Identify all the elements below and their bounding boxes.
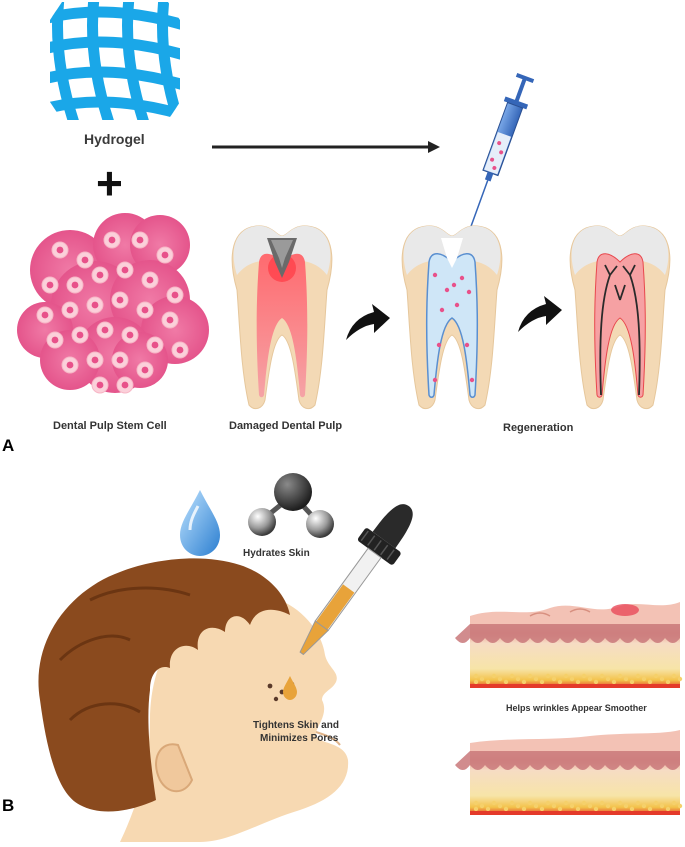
curved-arrow-icon-1: [346, 304, 390, 340]
syringe-icon: [459, 73, 535, 257]
damaged-pulp-label: Damaged Dental Pulp: [229, 420, 343, 432]
tooth-injected-icon: [401, 225, 503, 410]
tightens-label-line1: Tightens Skin and: [253, 720, 339, 731]
skin-layers-smooth-icon: [455, 730, 683, 815]
wrinkles-label: Helps wrinkles Appear Smoother: [506, 703, 647, 713]
tightens-label-line2: Minimizes Pores: [260, 733, 339, 744]
stem-cell-label: Dental Pulp Stem Cell: [53, 420, 167, 432]
hydrogel-mesh-icon: [50, 2, 180, 120]
plus-sign: +: [96, 157, 123, 209]
tooth-damaged-icon: [231, 225, 333, 410]
face-profile-icon: [38, 558, 349, 842]
water-drop-icon: [180, 490, 220, 556]
water-molecule-icon: [248, 473, 334, 538]
long-arrow-icon: [212, 141, 440, 153]
oil-droplet-icon: [283, 676, 297, 700]
curved-arrow-icon-2: [518, 296, 562, 332]
panel-letter-b: B: [2, 796, 15, 815]
regeneration-label: Regeneration: [503, 422, 574, 434]
hydrates-label: Hydrates Skin: [243, 548, 310, 559]
skin-layers-wrinkled-icon: [455, 602, 683, 688]
stem-cell-cluster-icon: [17, 213, 209, 394]
panel-letter-a: A: [2, 436, 15, 455]
hydrogel-label: Hydrogel: [84, 131, 145, 147]
dropper-icon: [299, 504, 413, 656]
tooth-regenerated-icon: [569, 225, 671, 410]
